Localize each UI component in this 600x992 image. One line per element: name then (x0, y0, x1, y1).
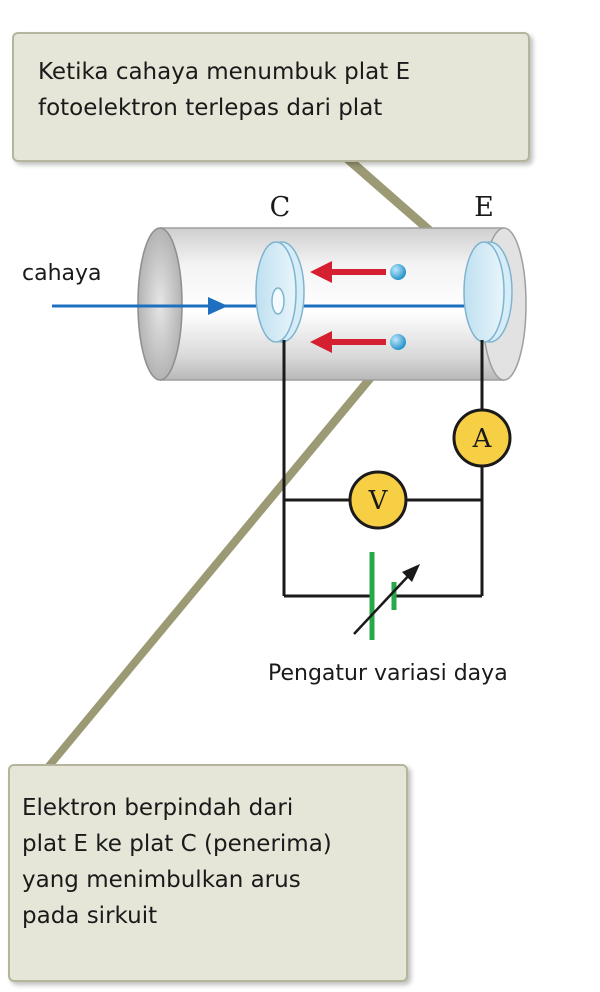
ammeter: A (452, 408, 512, 468)
plate-e-label: E (474, 192, 494, 223)
plate-c (255, 241, 305, 343)
electron-arrow-top (310, 261, 406, 283)
electron-top (390, 264, 406, 280)
voltmeter: V (348, 470, 408, 530)
top-callout-line-2: fotoelektron terlepas dari plat (38, 95, 383, 121)
bottom-callout: Elektron berpindah dari plat E ke plat C… (8, 764, 408, 982)
variable-power-supply (353, 552, 420, 640)
electron-arrow-bottom (310, 331, 406, 353)
bottom-callout-line-4: pada sirkuit (22, 903, 158, 929)
ammeter-label: A (472, 424, 493, 454)
variable-arrow (353, 571, 413, 635)
plate-c-label: C (270, 192, 291, 223)
light-ray-arrowhead (208, 297, 228, 315)
plate-e (463, 241, 513, 343)
light-label: cahaya (22, 261, 102, 286)
top-callout-line-1: Ketika cahaya menumbuk plat E (38, 59, 411, 85)
bottom-callout-line-1: Elektron berpindah dari (22, 795, 294, 821)
bottom-callout-leader (44, 355, 390, 766)
power-supply-label: Pengatur variasi daya (268, 661, 508, 686)
circuit-wires (282, 340, 484, 598)
bottom-callout-line-3: yang menimbulkan arus (22, 867, 301, 893)
bottom-callout-line-2: plat E ke plat C (penerima) (22, 831, 332, 857)
electron-bottom (390, 334, 406, 350)
voltmeter-label: V (368, 486, 389, 516)
top-callout: Ketika cahaya menumbuk plat E fotoelektr… (12, 32, 530, 162)
